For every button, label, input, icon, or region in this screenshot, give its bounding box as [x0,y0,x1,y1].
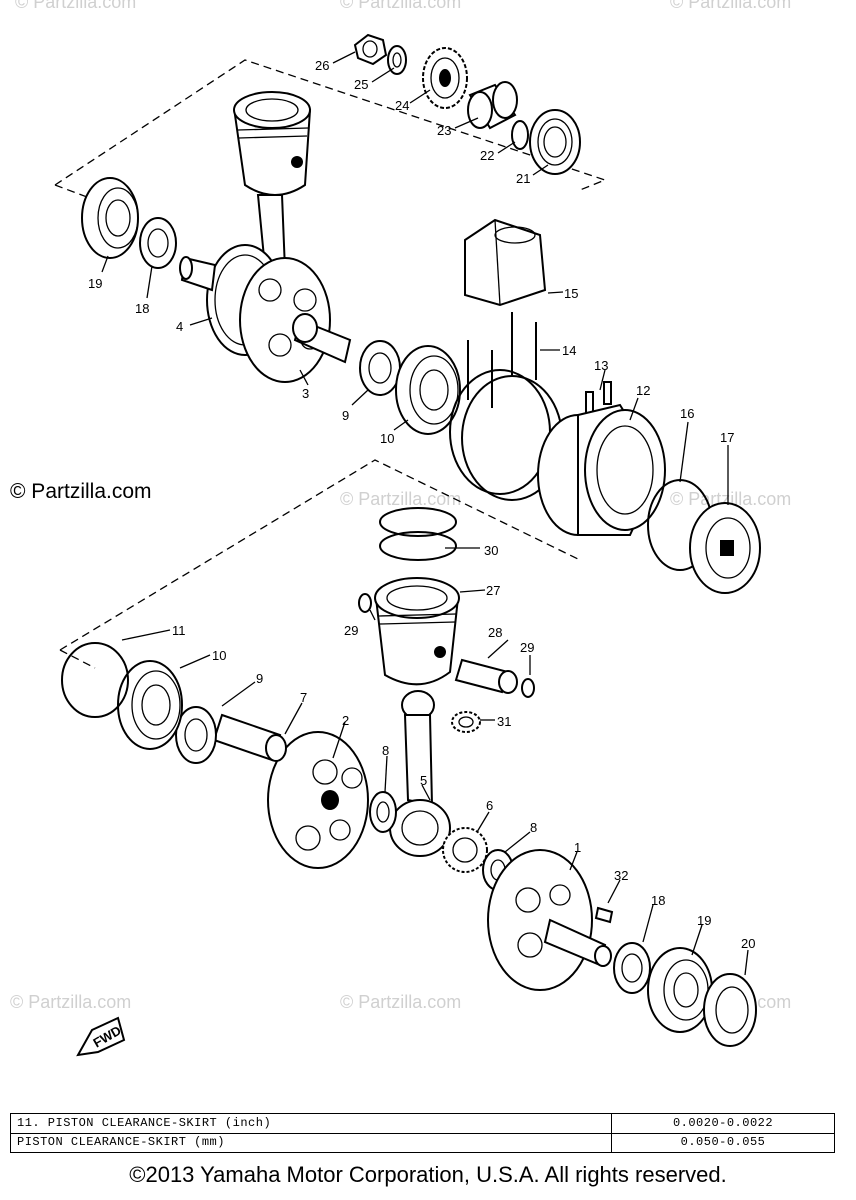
part-6-needle-bearing [442,827,488,873]
part-8-thrust-washer-left [369,791,397,833]
exploded-parts-diagram: © Partzilla.com © Partzilla.com © Partzi… [10,0,791,1057]
callout-17: 17 [720,430,734,445]
spec-value: 0.050-0.055 [611,1132,835,1153]
callout-3: 3 [302,386,309,401]
callout-25: 25 [354,77,368,92]
callout-28: 28 [488,625,502,640]
part-1-crank-half-right [487,849,612,991]
part-23-bushing [467,81,518,130]
part-10-bearing-lower [117,660,183,750]
grouping-outline-upper [54,184,96,201]
callout-8-left: 8 [382,743,389,758]
grouping-outline-lower [59,459,581,651]
watermark-faint: © Partzilla.com [340,0,461,12]
callout-1: 1 [574,840,581,855]
part-29-clip-right [521,678,535,698]
part-31-small-end-bearing [451,711,481,733]
grouping-outline-upper [54,59,607,191]
callout-21: 21 [516,171,530,186]
callout-4: 4 [176,319,183,334]
watermark-faint: © Partzilla.com [670,489,791,509]
callout-16: 16 [680,406,694,421]
callout-23: 23 [437,123,451,138]
part-9-washer-lower [175,706,217,764]
part-22-circlip [511,120,529,150]
part-29-clip-left [358,593,372,613]
callout-27: 27 [486,583,500,598]
spec-value: 0.0020-0.0022 [611,1113,835,1134]
callout-11: 11 [172,623,186,638]
callout-13: 13 [594,358,608,373]
callout-19-lower: 19 [697,913,711,928]
part-24-gear [422,47,468,109]
part-19-bearing-upper [81,177,139,259]
callout-19-upper: 19 [88,276,102,291]
callout-18-lower: 18 [651,893,665,908]
spec-table: 11. PISTON CLEARANCE-SKIRT (inch) 0.0020… [10,1113,835,1153]
watermark-faint: © Partzilla.com [15,0,136,12]
part-28-piston-pin [454,658,518,694]
part-3-crankshaft-right [239,257,352,383]
part-9-washer-upper [359,340,401,396]
watermark-faint: © Partzilla.com [340,992,461,1012]
part-14-studs [467,312,537,408]
part-10-bearing-upper [395,345,461,435]
callout-12: 12 [636,383,650,398]
callout-14: 14 [562,343,576,358]
callout-leaders [101,51,749,976]
callout-31: 31 [497,714,511,729]
part-26-nut [353,33,388,66]
part-32-woodruff-key [594,906,614,924]
callout-labels: 26 25 24 23 22 21 19 18 4 3 9 10 15 14 1… [88,58,755,951]
callout-20: 20 [741,936,755,951]
crank-shaft-spline-left [179,256,217,292]
fwd-arrow-icon: FWD [76,1016,126,1057]
part-30-piston-rings [379,507,457,561]
part-18-washer-lower [613,942,651,994]
copyright-notice: ©2013 Yamaha Motor Corporation, U.S.A. A… [129,1162,727,1187]
piston-upper [233,91,312,196]
part-11-circlip-lower [61,642,129,718]
callout-7: 7 [300,690,307,705]
part-20-oil-seal [703,973,757,1047]
part-19-bearing-lower [647,947,713,1033]
callout-8-right: 8 [530,820,537,835]
callout-22: 22 [480,148,494,163]
spec-label: 11. PISTON CLEARANCE-SKIRT (inch) [10,1113,612,1134]
watermark-faint: © Partzilla.com [340,489,461,509]
callout-2: 2 [342,713,349,728]
part-5-connecting-rod [389,690,451,857]
part-7-crank-pin [212,713,287,762]
callout-5: 5 [420,773,427,788]
grouping-outline-lower [59,649,96,669]
watermark-faint: © Partzilla.com [670,0,791,12]
part-18-washer-upper [139,217,177,269]
table-row: 11. PISTON CLEARANCE-SKIRT (inch) 0.0020… [10,1113,835,1134]
callout-9-upper: 9 [342,408,349,423]
callout-6: 6 [486,798,493,813]
part-15-transfer-block [464,218,547,307]
spec-label: PISTON CLEARANCE-SKIRT (mm) [10,1132,612,1153]
part-12-cylinder-housing [537,403,666,536]
callout-29-left: 29 [344,623,358,638]
faint-watermarks: © Partzilla.com © Partzilla.com © Partzi… [10,0,791,1012]
callout-30: 30 [484,543,498,558]
callout-15: 15 [564,286,578,301]
part-25-washer [387,45,407,75]
callout-24: 24 [395,98,409,113]
part-27-piston [374,577,460,686]
watermark-main: © Partzilla.com [10,480,152,503]
part-17-oil-seal [689,502,761,594]
callout-10-upper: 10 [380,431,394,446]
part-21-bearing [529,109,581,175]
callout-18-upper: 18 [135,301,149,316]
callout-29-right: 29 [520,640,534,655]
callout-9-lower: 9 [256,671,263,686]
callout-32: 32 [614,868,628,883]
watermark-faint: © Partzilla.com [10,992,131,1012]
part-2-crank-half-left [267,731,369,869]
table-row: PISTON CLEARANCE-SKIRT (mm) 0.050-0.055 [10,1132,835,1153]
callout-26: 26 [315,58,329,73]
callout-10-lower: 10 [212,648,226,663]
